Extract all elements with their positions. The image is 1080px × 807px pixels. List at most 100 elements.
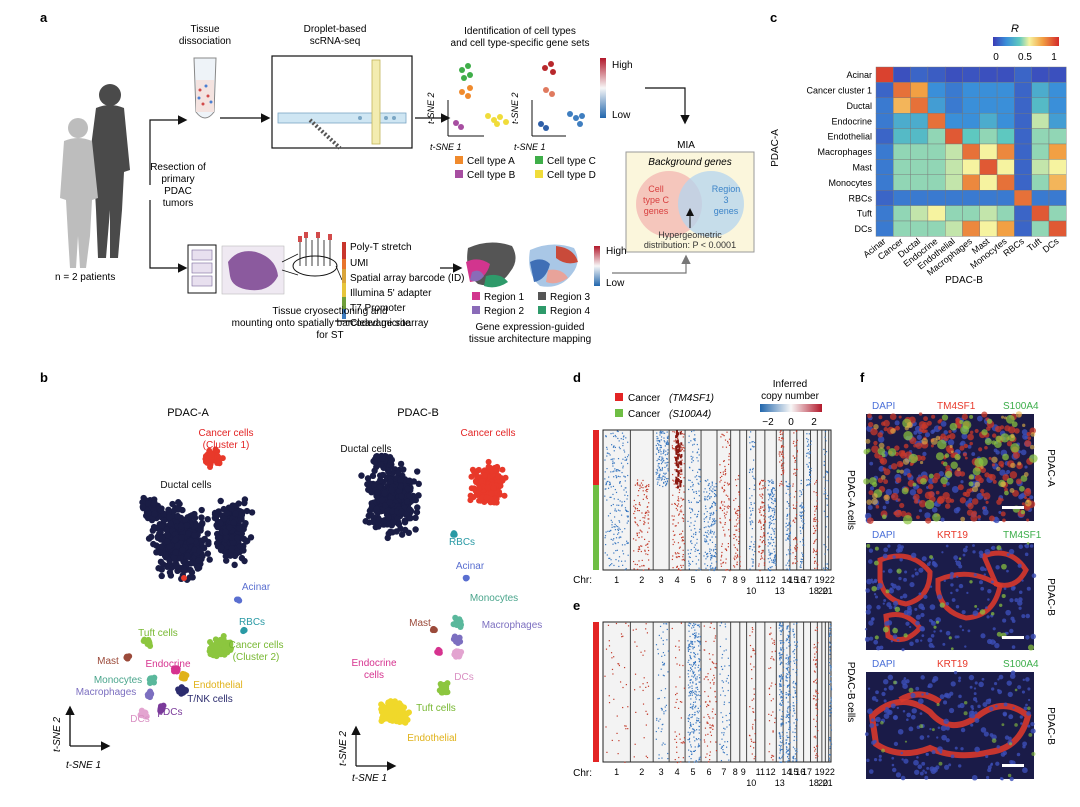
cluster-tnk-a (175, 684, 189, 697)
svg-text:type C: type C (643, 195, 670, 205)
heatmap-cell (996, 189, 1015, 206)
svg-text:(S100A4): (S100A4) (669, 409, 711, 420)
panel-letter-f: f (860, 370, 865, 385)
mia-label: MIA (677, 140, 695, 151)
f-row3-side: PDAC-B (1045, 707, 1056, 745)
heatmap-cell (875, 128, 894, 145)
chr-tick-label: 21 (823, 586, 833, 596)
mini-tsne-cell-types (447, 63, 509, 137)
svg-text:Mast: Mast (97, 656, 119, 667)
heatmap-row-label: RBCs (848, 193, 872, 203)
heatmap-cell (979, 159, 998, 175)
chr-tick-label: 6 (707, 575, 712, 585)
svg-text:(Cluster 2): (Cluster 2) (233, 652, 280, 663)
cluster-macrophages-b (450, 633, 464, 647)
svg-text:Endocrine: Endocrine (351, 658, 396, 669)
chr-tick-label: 18 (809, 586, 819, 596)
svg-text:Cell: Cell (648, 184, 664, 194)
heatmap-col-label: DCs (1041, 236, 1061, 255)
svg-text:primary: primary (161, 174, 194, 185)
svg-text:Poly-T stretch: Poly-T stretch (350, 242, 412, 253)
cluster-cancer-b (467, 458, 509, 506)
svg-text:Spatial array barcode (ID): Spatial array barcode (ID) (350, 273, 465, 284)
heatmap-cell (893, 220, 911, 237)
cluster-endocrine-b (434, 646, 443, 656)
chr-tick-label: 3 (659, 575, 664, 585)
heatmap-cell (910, 174, 929, 191)
heatmap-cell (893, 97, 911, 114)
pdac-b-cluster-labels: Ductal cells Cancer cells RBCs Acinar Mo… (340, 428, 542, 744)
pdac-b-cells-label: PDAC-B cells (845, 662, 856, 723)
region-map-right (529, 244, 578, 287)
region-colorbar (594, 246, 600, 286)
heatmap-cell (979, 143, 998, 160)
chr-tick-label: 3 (659, 767, 664, 777)
cancer-tm4sf1-bar (593, 430, 599, 485)
svg-text:DCs: DCs (454, 672, 473, 683)
heatmap-cell (979, 189, 998, 206)
heatmap-cell (945, 220, 963, 237)
heatmap-cell (910, 220, 929, 237)
heatmap-cell (1048, 189, 1067, 206)
chr-tick-label: 13 (775, 778, 785, 788)
svg-text:3: 3 (723, 195, 728, 205)
heatmap-cell (945, 112, 963, 129)
f-row2-side: PDAC-B (1045, 578, 1056, 616)
heatmap-cell (875, 220, 894, 237)
cancer-bar-e (593, 622, 599, 762)
svg-text:Hypergeometric: Hypergeometric (658, 230, 722, 240)
svg-text:Tissue cryosectioning and: Tissue cryosectioning and (272, 306, 387, 317)
tube-icon (193, 57, 217, 119)
svg-text:Acinar: Acinar (456, 561, 485, 572)
heatmap-cell (945, 174, 963, 191)
heatmap-cell (927, 66, 946, 83)
heatmap-cell (893, 205, 911, 222)
f-row1-stains: DAPI TM4SF1 S100A4 (872, 401, 1039, 412)
hypergeometric-label: Hypergeometric distribution: P < 0.0001 (644, 230, 736, 250)
heatmap-cell (945, 82, 963, 99)
heatmap-cell (893, 143, 911, 160)
cryo-label: Tissue cryosectioning and mounting onto … (232, 306, 429, 341)
heatmap-row-label: DCs (855, 224, 873, 234)
tissue-dissociation-label: Tissue dissociation (179, 24, 231, 47)
svg-text:Tuft cells: Tuft cells (138, 628, 178, 639)
heatmap-cell (1031, 174, 1050, 191)
cluster-rbcs-b (450, 530, 458, 538)
chr-tick-label: 4 (675, 767, 680, 777)
chr-tick-label: 14 (782, 767, 792, 777)
cluster-acinar-a (233, 596, 243, 604)
svg-text:Cell type B: Cell type B (467, 170, 516, 181)
heatmap-row-label: Endocrine (831, 116, 872, 126)
heatmap-row-label: Endothelial (827, 132, 872, 142)
heatmap-cell (875, 189, 894, 206)
svg-text:0: 0 (788, 417, 794, 428)
svg-text:distribution: P < 0.0001: distribution: P < 0.0001 (644, 240, 736, 250)
heatmap-cell (893, 112, 911, 129)
cluster-mast-b (429, 625, 438, 634)
heatmap-col-labels: AcinarCancerDuctalEndocrineEndothelialMa… (861, 236, 1061, 278)
svg-text:tumors: tumors (163, 198, 194, 209)
heatmap-cell (979, 220, 998, 237)
heatmap-cell (996, 143, 1015, 160)
chr-tick-label: 2 (639, 767, 644, 777)
chr-tick-label: 17 (802, 767, 812, 777)
svg-text:Ductal cells: Ductal cells (340, 444, 391, 455)
heatmap-cell (996, 97, 1015, 114)
chr-tick-label: 11 (756, 767, 765, 777)
cluster-tuft-a (140, 636, 154, 649)
panel-d: d Cancer (TM4SF1) Cancer (S100A4) Inferr… (573, 370, 856, 596)
cluster-ductal-b-2 (370, 452, 395, 468)
f-row3-stains: DAPI KRT19 S100A4 (872, 659, 1039, 670)
heatmap-cell (893, 128, 911, 145)
heatmap-cell (1031, 97, 1050, 114)
gene-expression-mapping-label: Gene expression-guided tissue architectu… (469, 322, 591, 345)
region-colorbar-low: Low (606, 278, 625, 289)
cluster-monocytes-b (450, 614, 465, 630)
tsne-scatter-pdac-a (123, 446, 256, 720)
cnv-legend: Cancer (TM4SF1) Cancer (S100A4) (615, 393, 714, 420)
chr-tick-label: 16 (795, 767, 805, 777)
chr-tick-label: 7 (721, 575, 726, 585)
heatmap-col-label: Tuft (1025, 236, 1044, 254)
cluster-ductal-a-2 (211, 496, 256, 569)
